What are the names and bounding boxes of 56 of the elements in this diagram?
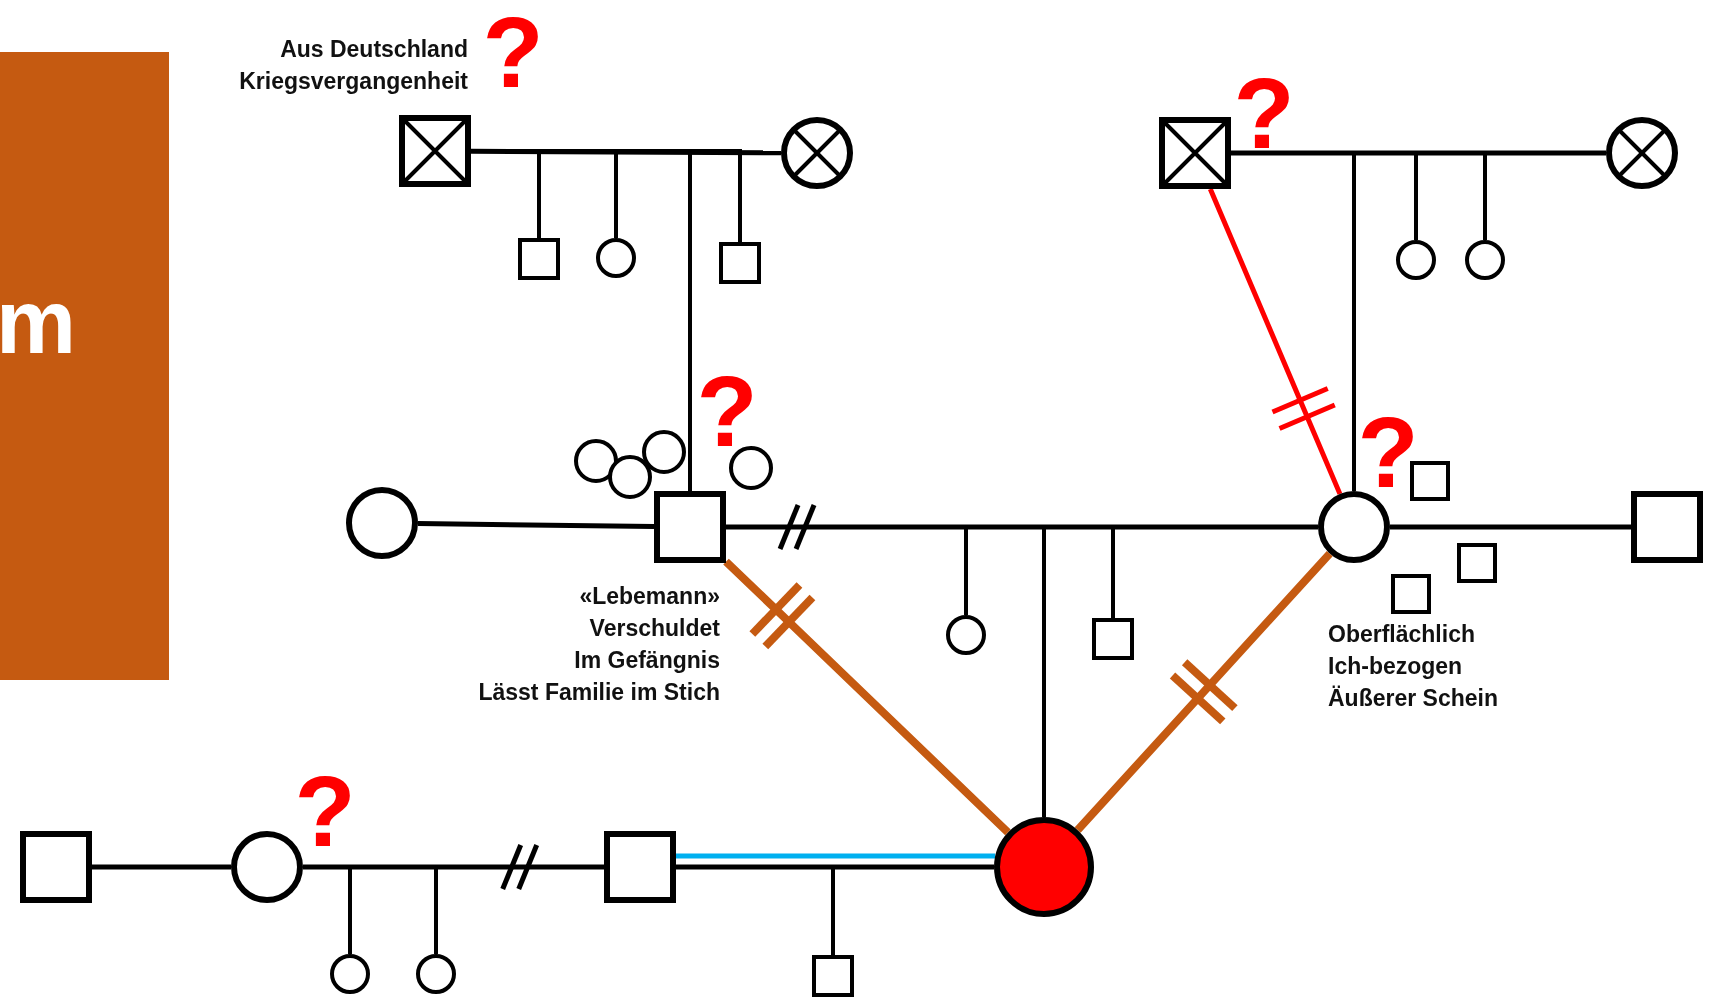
relationship-line [676,853,996,859]
question-mark: ? [695,361,759,461]
annotation-text: Im Gefängnis [573,646,720,675]
descent-line [303,865,438,954]
annotation-text: Verschuldet [588,614,720,643]
person-circle [330,954,370,994]
person-square [1631,491,1703,563]
annotation-text: Ich-bezogen [1328,652,1464,681]
annotation-text: Oberflächlich [1328,620,1476,649]
divorce-line [303,864,604,870]
person-square [1092,618,1134,660]
index-person-circle [994,817,1094,917]
deceased-circle [1606,117,1678,189]
person-square [812,955,854,997]
deceased-circle [781,117,853,189]
person-circle [574,439,618,483]
relationship-line [417,520,655,530]
cutoff-line [723,558,1011,836]
cutoff-line [1074,550,1333,833]
person-square [518,238,560,280]
person-circle [1396,240,1436,280]
person-square [604,831,676,903]
title-band [0,52,169,680]
relationship-line [92,864,231,870]
person-square [20,831,92,903]
descent-line [676,865,835,955]
person-circle [729,446,773,490]
divorce-line [726,524,1318,530]
title-text: m [0,277,77,367]
question-mark: ? [293,761,357,861]
person-circle [1465,240,1505,280]
descent-line [726,525,1046,817]
descent-line [471,149,692,491]
annotation-text: Äußerer Schein [1328,684,1499,713]
relationship-line [471,148,781,156]
person-circle [416,954,456,994]
question-mark: ? [1356,402,1420,502]
cutoff-line [1208,188,1343,495]
person-square [1457,543,1497,583]
person-circle [608,455,652,499]
annotation-text: Aus Deutschland [279,35,468,64]
annotation-text: «Lebemann» [578,582,720,611]
annotation-text: Lässt Familie im Stich [477,678,720,707]
person-square [719,242,761,284]
deceased-square [1159,117,1231,189]
question-mark: ? [481,2,545,102]
relationship-line [676,864,994,870]
person-circle [946,615,986,655]
person-circle [596,238,636,278]
annotation-text: Kriegsvergangenheit [238,67,468,96]
person-square [1391,574,1431,614]
relationship-line [1390,524,1631,530]
relationship-line [1231,150,1606,156]
person-circle [346,487,418,559]
question-mark: ? [1232,63,1296,163]
person-circle [642,430,686,474]
